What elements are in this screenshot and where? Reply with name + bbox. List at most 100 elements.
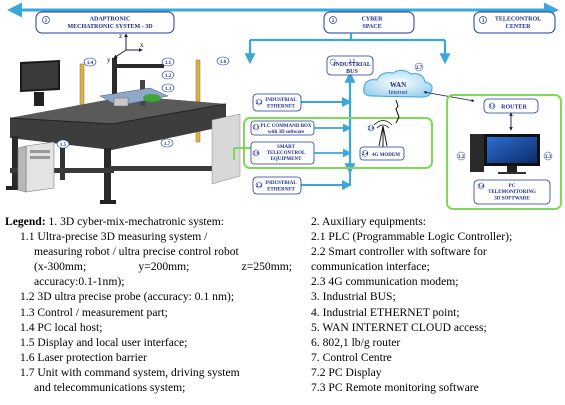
- telecontrol-group-frame: [446, 94, 562, 210]
- mechatronic-photo: z x y: [2, 32, 241, 207]
- callout-label: 1.2: [165, 74, 172, 79]
- pc-display: 3.2 3.3: [456, 134, 553, 174]
- top-box-adaptronic: 1 ADAPTRONIC MECHATRONIC SYSTEM - 3D: [35, 11, 175, 34]
- node-line2: TELECONTROL: [267, 151, 306, 156]
- top-box-telecontrol: 3 TELECONTROL CENTER: [473, 11, 556, 34]
- legend-heading: Legend: 1. 3D cyber-mix-mechatronic syst…: [5, 214, 292, 229]
- callout-1-4: 1.4: [83, 57, 97, 67]
- legend-dim-z: z=250mm;: [241, 260, 292, 274]
- eth-bottom-node: 2.2 INDUSTRIAL ETHERNET: [252, 170, 352, 195]
- callout-label: 1.5: [60, 143, 67, 148]
- legend-item-2-2: 2.2 Smart controller with software for: [311, 245, 487, 259]
- node-num: 2.4: [362, 152, 369, 157]
- legend-item-5: 5. WAN INTERNET CLOUD access;: [311, 320, 487, 334]
- callout-label: 1.7: [164, 142, 171, 147]
- legend-item-1-7-cont: and telecommunications system;: [34, 381, 186, 395]
- node-line2: ETHERNET: [267, 188, 295, 193]
- node-line1: 4G MODEM: [372, 153, 400, 158]
- callout-1-1: 1.1: [161, 57, 175, 67]
- callout-1-3: 1.3: [161, 83, 175, 93]
- callout-1-2: 1.2: [161, 70, 175, 80]
- node-line1: WAN: [390, 81, 406, 89]
- legend-heading-text: 1. 3D cyber-mix-mechatronic system:: [45, 215, 225, 228]
- callout-1-5: 1.5: [56, 139, 70, 149]
- photo-callouts: 1.4 1.1 1.6 1.2 1.3 1.5 1.7: [56, 56, 230, 149]
- legend-dim-y: y=200mm;: [138, 260, 190, 274]
- system-diagram: 1 ADAPTRONIC MECHATRONIC SYSTEM - 3D 2 C…: [2, 2, 562, 210]
- wan-cloud: 2.7 WAN Internet: [363, 62, 475, 124]
- callout-label: 1.6: [220, 60, 227, 65]
- callout-1-7: 1.7: [160, 138, 174, 148]
- cyber-arrows: [244, 33, 451, 65]
- top-box-line2: CENTER: [505, 24, 531, 30]
- legend-item-1-1-accuracy: accuracy:0.1-1nm);: [34, 275, 125, 289]
- legend-title: Legend:: [5, 215, 46, 228]
- smart-telecontrol-node: 2.6 SMART TELECONTROL EQUIPMENT: [250, 141, 352, 165]
- node-line1: INDUSTRIAL: [265, 181, 297, 186]
- node-line2: TELEMONITORING: [488, 190, 536, 195]
- legend-item-1-1: 1.1 Ultra-precise 3D measuring system /: [20, 230, 208, 244]
- pc-software-node: 3.4 PC TELEMONITORING 3D SOFTWARE: [473, 179, 551, 205]
- node-num: 2.6: [253, 152, 260, 157]
- node-line1: PLC COMMAND BOX: [260, 124, 311, 129]
- callout-label: 1.3: [165, 87, 172, 92]
- legend-item-7-3: 7.3 PC Remote monitoring software: [311, 381, 479, 395]
- modem-node: 2.4 4G MODEM: [359, 146, 405, 161]
- axis-x-label: x: [140, 41, 144, 49]
- legend-item-1-7: 1.7 Unit with command system, driving sy…: [20, 365, 240, 379]
- pc-side-right: 3.3: [545, 155, 552, 160]
- node-num: 2.2: [256, 184, 263, 189]
- node-line3: EQUIPMENT: [271, 157, 303, 162]
- legend-item-1-5: 1.5 Display and local user interface;: [20, 335, 188, 349]
- legend-item-6: 6. 802,1 lb/g router: [311, 335, 401, 349]
- node-num: 2.6: [368, 127, 375, 132]
- legend-item-1-1-dims: (x-300mm; y=200mm; z=250mm;: [5, 259, 292, 274]
- node-num: 2.2: [256, 101, 263, 106]
- callout-label: 1.4: [87, 61, 94, 66]
- legend-item-2-3: 2.3 4G communication modem;: [311, 275, 459, 289]
- node-line3: 3D SOFTWARE: [494, 197, 530, 202]
- legend-dim-x: (x-300mm;: [34, 260, 87, 274]
- node-num: 3.4: [478, 185, 485, 190]
- node-line2: with 3D software: [268, 130, 305, 135]
- node-line1: INDUSTRIAL: [333, 62, 371, 68]
- top-box-line2: SPACE: [362, 24, 381, 30]
- axis-y-label: y: [107, 56, 111, 64]
- node-num: 2.5: [349, 60, 356, 65]
- antenna-node: 2.6: [367, 120, 393, 148]
- eth-top-node: 2.2 INDUSTRIAL ETHERNET: [252, 93, 352, 112]
- node-num: 3.1: [489, 105, 496, 110]
- legend-item-2: 2. Auxiliary equipments:: [311, 215, 426, 228]
- top-box-line1: ADAPTRONIC: [90, 17, 131, 23]
- callout-1-6: 1.6: [216, 56, 230, 66]
- node-num: 2.1: [253, 126, 260, 131]
- legend-item-1-1-cont: measuring robot / ultra precise control …: [34, 245, 239, 259]
- router-node: 3.1 ROUTER: [483, 98, 539, 131]
- legend-left-column: Legend: 1. 3D cyber-mix-mechatronic syst…: [5, 214, 292, 395]
- legend-item-2-2-cont: communication interface;: [311, 260, 430, 274]
- top-box-num: 3: [482, 19, 485, 24]
- legend-item-3: 3. Industrial BUS;: [311, 290, 396, 304]
- pc-side-left: 3.2: [458, 155, 465, 160]
- legend-right-column: 2. Auxiliary equipments: 2.1 PLC (Progra…: [311, 214, 561, 395]
- legend-item-1-4: 1.4 PC local host;: [20, 320, 103, 334]
- top-box-line1: CYBER: [361, 17, 383, 23]
- axis-z-label: z: [119, 32, 122, 40]
- callout-label: 1.1: [165, 61, 172, 66]
- legend: Legend: 1. 3D cyber-mix-mechatronic syst…: [0, 214, 565, 405]
- legend-item-7: 7. Control Centre: [311, 350, 392, 364]
- node-line1: SMART: [277, 145, 296, 150]
- legend-item-1-2: 1.2 3D ultra precise probe (accuracy: 0.…: [20, 290, 235, 304]
- node-line2: BUS: [346, 69, 358, 75]
- top-box-line2: MECHATRONIC SYSTEM - 3D: [67, 24, 153, 30]
- node-line2: ETHERNET: [267, 105, 295, 110]
- top-box-cyber-space: 2 CYBER SPACE: [323, 11, 415, 34]
- node-line1: ROUTER: [501, 105, 527, 111]
- legend-item-7-2: 7.2 PC Display: [311, 365, 382, 379]
- legend-item-2-1: 2.1 PLC (Programmable Logic Controller);: [311, 230, 513, 244]
- top-box-num: 2: [332, 19, 335, 24]
- legend-item-1-3: 1.3 Control / measurement part;: [20, 305, 168, 319]
- plc-node: 2.1 PLC COMMAND BOX with 3D software: [250, 120, 352, 136]
- node-line1: PC: [509, 184, 516, 189]
- node-line2: Internet: [389, 90, 408, 96]
